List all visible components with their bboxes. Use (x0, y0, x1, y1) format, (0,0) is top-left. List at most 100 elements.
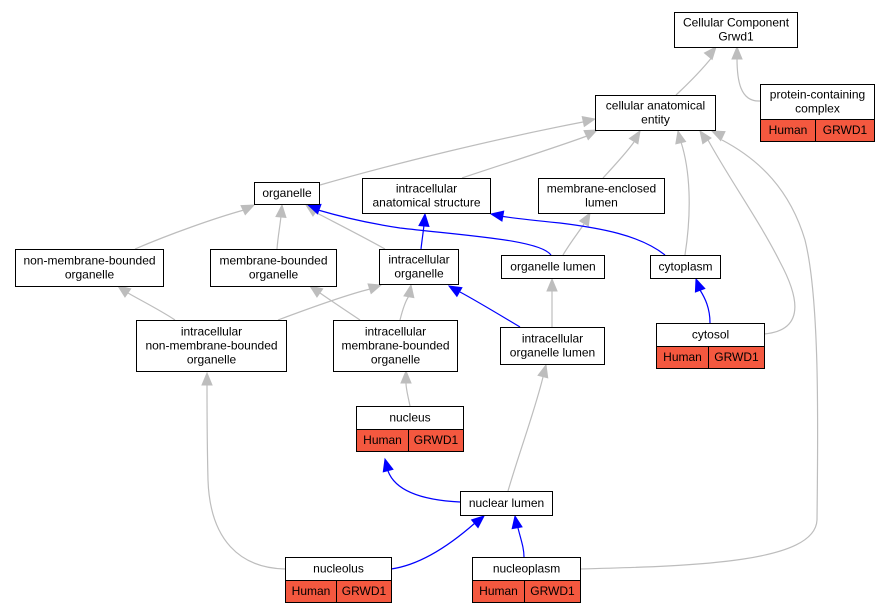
edge-nucleolus-to-intracellular-non-membrane-bounded-organelle (201, 371, 286, 570)
node-nucleoplasm[interactable]: nucleoplasm (472, 557, 581, 581)
edge-intracellular-membrane-bounded-organelle-to-intracellular-organelle (399, 283, 415, 321)
arrowhead (418, 212, 430, 227)
edge-membrane-enclosed-lumen-to-cellular-anatomical-entity (602, 129, 641, 179)
node-box (650, 255, 721, 279)
node-label-line: organelle (249, 268, 299, 282)
node-label-line: membrane-bounded (341, 339, 449, 353)
node-label-line: nuclear lumen (469, 496, 544, 510)
node-label-line: organelle lumen (510, 346, 595, 360)
annotation-bar (472, 580, 581, 603)
arrowhead (628, 129, 641, 145)
edge-intracellular-non-membrane-bounded-organelle-to-non-membrane-bounded-organelle (116, 285, 176, 321)
annotation-gene: GRWD1 (530, 584, 575, 598)
node-label-line: cytoplasm (658, 260, 712, 274)
edge-protein-containing-complex-to-root (731, 45, 761, 102)
edge-nucleoplasm-to-cellular-anatomical-entity (579, 130, 819, 570)
node-label-line: organelle (187, 353, 237, 367)
node-label-line: membrane-enclosed (547, 182, 656, 196)
node-label-line: organelle (262, 186, 312, 200)
node-label-line: nucleolus (313, 562, 364, 576)
arrowhead (367, 283, 383, 295)
edge-non-membrane-bounded-organelle-to-organelle (134, 204, 256, 250)
node-label-line: organelle (371, 353, 421, 367)
node-label-line: intracellular (396, 182, 457, 196)
node-box (15, 249, 164, 287)
node-nucleolus[interactable]: nucleolus (285, 557, 392, 581)
node-organelle[interactable]: organelle (254, 182, 320, 205)
node-label-line: non-membrane-bounded (145, 339, 277, 353)
arrowhead (703, 46, 717, 61)
node-label-line: cellular anatomical (606, 99, 705, 113)
node-intracellular-non-membrane-bounded-organelle[interactable]: intracellularnon-membrane-boundedorganel… (136, 320, 287, 372)
annotation-nucleoplasm: Human GRWD1 (472, 580, 581, 603)
node-label-line: lumen (585, 196, 618, 210)
edge-cytosol-to-cytoplasm (694, 277, 711, 324)
annotation-bar (356, 429, 464, 452)
node-label-line: Grwd1 (718, 30, 754, 44)
edge-cytoplasm-to-cellular-anatomical-entity (675, 129, 690, 256)
node-box (460, 491, 553, 516)
node-organelle-lumen[interactable]: organelle lumen (501, 255, 605, 279)
node-label-line: nucleoplasm (493, 562, 560, 576)
arrowhead (537, 363, 549, 379)
annotation-bar (285, 580, 392, 603)
arrowhead (699, 129, 712, 145)
node-label-line: organelle (65, 268, 115, 282)
arrowhead (201, 371, 213, 386)
arrowhead (583, 129, 599, 141)
annotation-species: Human (363, 433, 402, 447)
node-box (379, 249, 459, 285)
arrowhead (675, 129, 687, 145)
edge-nucleoplasm-to-nuclear-lumen (511, 514, 525, 558)
edge-intracellular-non-membrane-bounded-organelle-to-intracellular-organelle (277, 283, 383, 321)
annotation-species: Human (292, 584, 331, 598)
edge-cellular-anatomical-entity-to-root (675, 46, 717, 96)
arrowhead (116, 285, 132, 298)
annotation-bar (760, 119, 875, 142)
node-cytoplasm[interactable]: cytoplasm (650, 255, 721, 279)
edge-organelle-to-cellular-anatomical-entity (319, 115, 597, 186)
arrowhead (581, 115, 597, 128)
node-box (136, 320, 287, 372)
arrowhead (578, 211, 591, 227)
node-label-line: entity (641, 113, 670, 127)
node-box (333, 320, 458, 372)
node-nuclear-lumen[interactable]: nuclear lumen (460, 491, 553, 516)
arrowhead (546, 277, 558, 292)
arrowhead (382, 457, 394, 473)
annotation-gene: GRWD1 (342, 584, 387, 598)
annotation-species: Human (479, 584, 518, 598)
edge-intracellular-organelle-to-intracellular-anatomical-structure (418, 212, 430, 250)
node-label-line: anatomical structure (372, 196, 480, 210)
edge-cytosol-to-cellular-anatomical-entity (699, 129, 796, 335)
arrowhead (710, 130, 726, 142)
node-box (538, 178, 665, 214)
node-label-line: intracellular (365, 325, 426, 339)
node-cytosol[interactable]: cytosol (656, 323, 765, 347)
node-label-line: non-membrane-bounded (23, 254, 155, 268)
node-label-line: cytosol (692, 328, 729, 342)
edge-nucleus-to-intracellular-membrane-bounded-organelle (400, 369, 412, 407)
node-box (362, 178, 491, 214)
node-label-line: intracellular (522, 332, 583, 346)
annotation-gene: GRWD1 (823, 123, 868, 137)
annotation-gene: GRWD1 (714, 350, 759, 364)
node-nucleus[interactable]: nucleus (356, 406, 464, 430)
node-label-line: protein-containing (770, 88, 865, 102)
node-label-line: organelle (394, 267, 444, 281)
edge-intracellular-organelle-lumen-to-intracellular-organelle (447, 285, 521, 328)
